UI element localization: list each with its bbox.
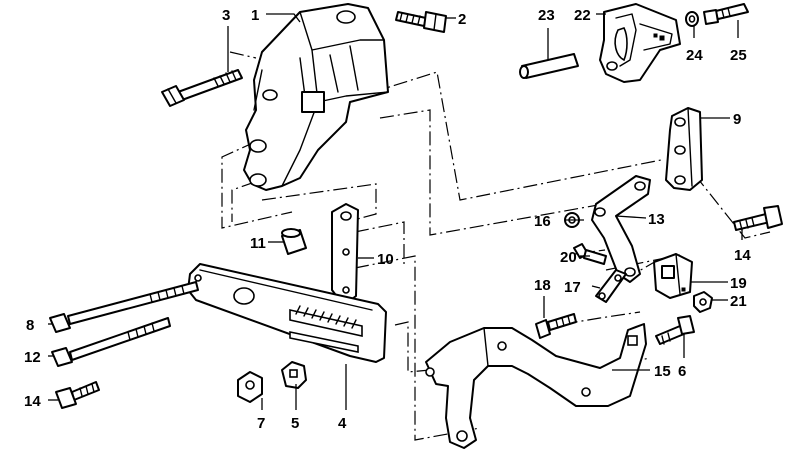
- callout-16: 16: [534, 213, 551, 230]
- callout-20: 20: [560, 249, 577, 266]
- bolt-25: [703, 3, 749, 25]
- callout-9: 9: [733, 111, 741, 128]
- callout-7: 7: [257, 415, 265, 432]
- pivot-bracket-22: [599, 3, 681, 83]
- bolt-14-lower: [55, 381, 100, 409]
- callout-22: 22: [574, 7, 591, 24]
- callout-10: 10: [377, 251, 394, 268]
- callout-6: 6: [678, 363, 686, 380]
- strap-10: [331, 203, 359, 303]
- leader-lines: [48, 13, 743, 410]
- nut-7: [237, 371, 263, 403]
- callout-25: 25: [730, 47, 747, 64]
- washer-24: [685, 11, 699, 27]
- clamp-block-19: [653, 253, 693, 299]
- bolt-6: [655, 315, 695, 345]
- sleeve-23: [519, 53, 579, 79]
- callout-24: 24: [686, 47, 703, 64]
- callout-23: 23: [538, 7, 555, 24]
- callout-3: 3: [222, 7, 230, 24]
- sprocket-nut-5: [281, 361, 307, 389]
- curved-bracket-15: [425, 323, 647, 449]
- callout-numbers: 1 2 3 4 5 6 7 8 9 10 11 12 13 14 14 15 1…: [24, 7, 751, 432]
- callout-14-upper: 14: [734, 247, 751, 264]
- callout-15: 15: [654, 363, 671, 380]
- callout-2: 2: [458, 11, 466, 28]
- callout-18: 18: [534, 277, 551, 294]
- arm-bracket-13: [591, 175, 651, 283]
- adjuster-plate-4: [187, 263, 387, 363]
- callout-14-lower: 14: [24, 393, 41, 410]
- bolt-3: [161, 69, 243, 107]
- callout-12: 12: [24, 349, 41, 366]
- main-bracket: [243, 3, 389, 191]
- callout-8: 8: [26, 317, 34, 334]
- link-plate-9: [665, 107, 703, 191]
- small-link-17: [595, 269, 627, 303]
- callout-11: 11: [250, 235, 266, 252]
- bolt-12: [51, 317, 171, 367]
- callout-19: 19: [730, 275, 747, 292]
- bushing-11: [281, 228, 307, 255]
- callout-13: 13: [648, 211, 665, 228]
- callout-17: 17: [564, 279, 581, 296]
- callout-1: 1: [251, 7, 259, 24]
- bolt-8: [49, 281, 199, 333]
- callout-21: 21: [730, 293, 747, 310]
- bolt-20: [573, 243, 607, 265]
- bolt-2: [395, 11, 447, 33]
- bolt-18: [535, 313, 577, 339]
- callout-4: 4: [338, 415, 347, 432]
- nut-21: [693, 291, 713, 313]
- bolt-14-upper: [733, 205, 783, 231]
- callout-5: 5: [291, 415, 299, 432]
